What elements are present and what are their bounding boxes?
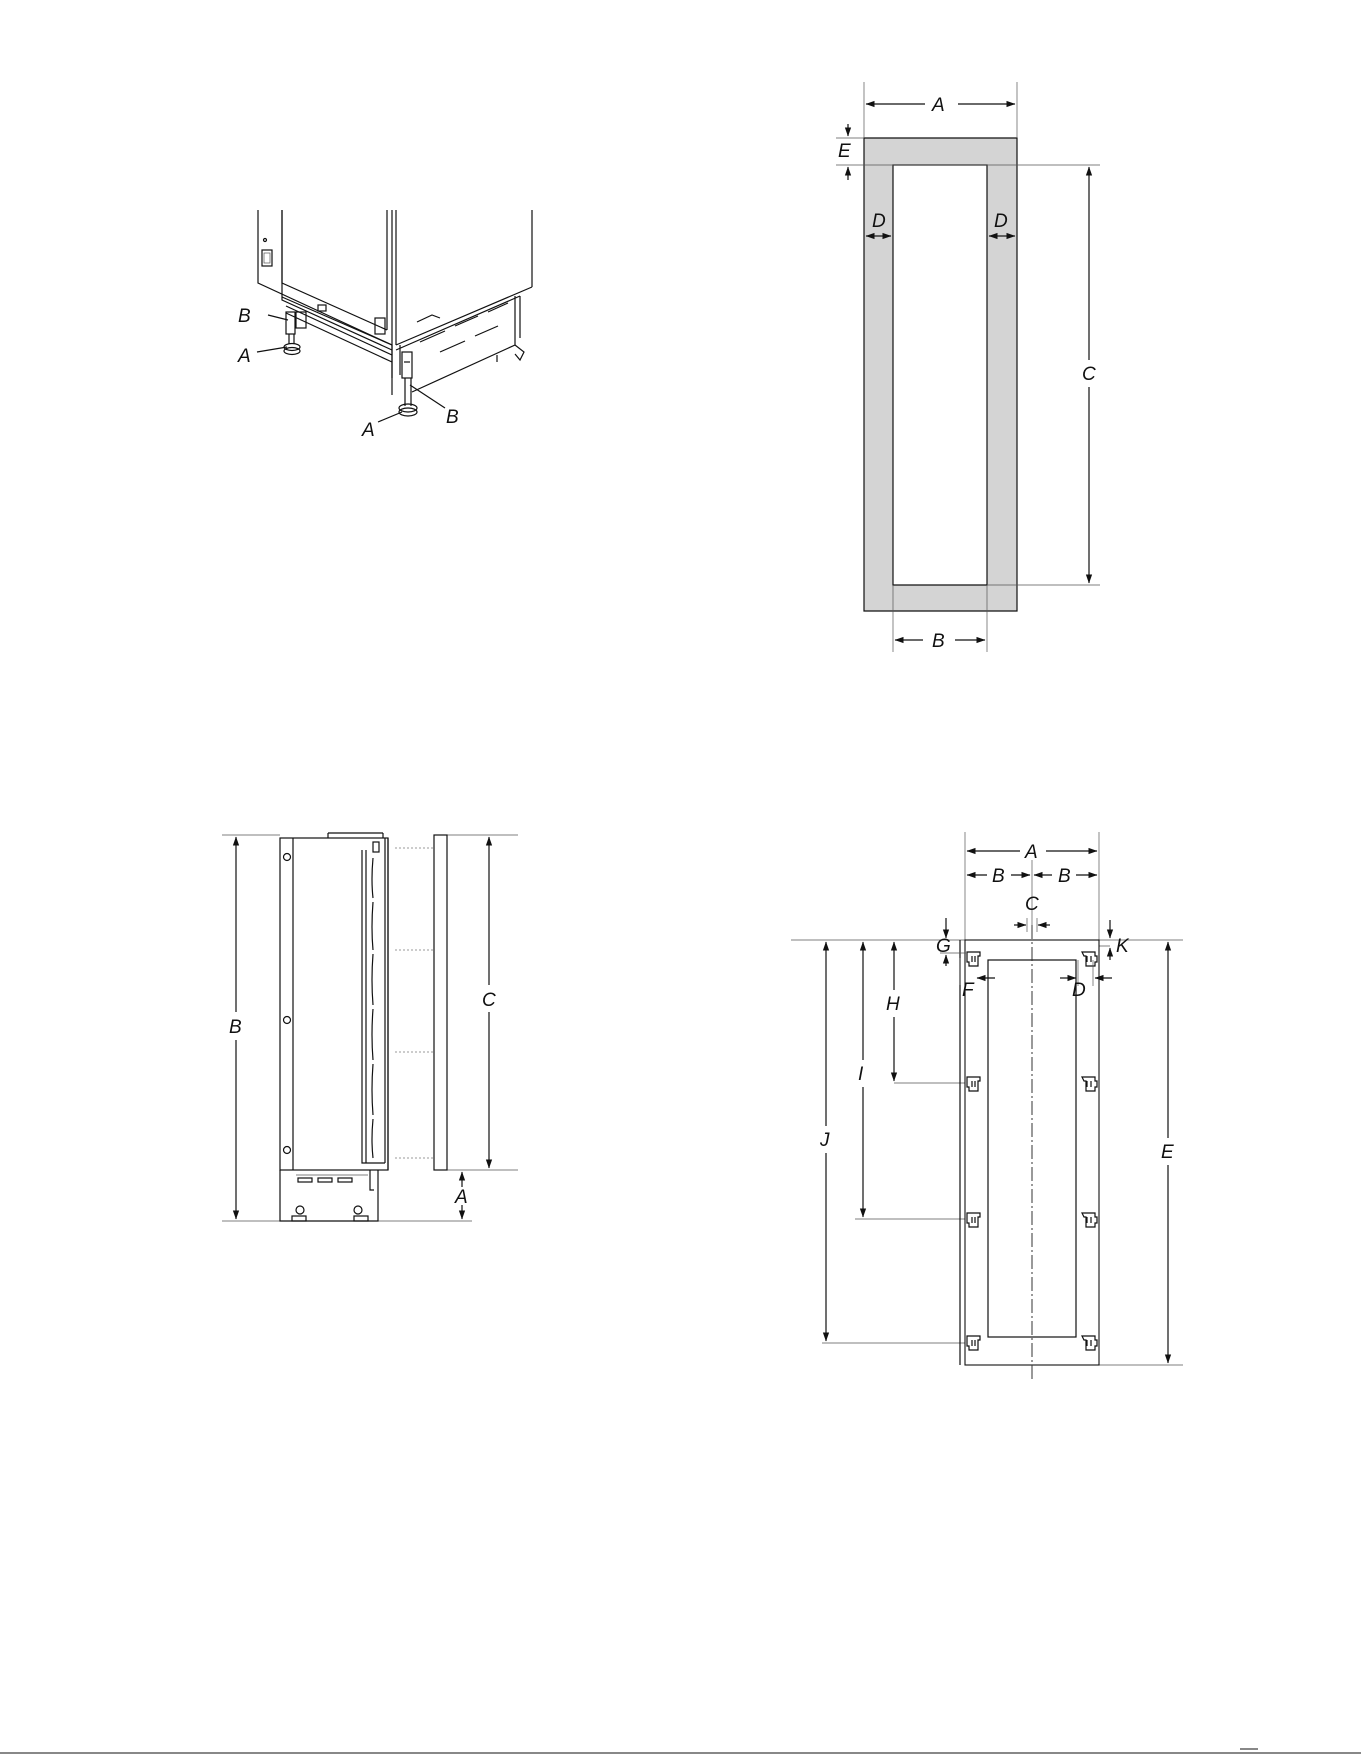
label-frame-opening-height: C xyxy=(1082,364,1096,385)
label-bracket-right: B xyxy=(446,407,459,428)
label-template-hole-row-2: I xyxy=(858,1064,864,1085)
side-elevation-diagram: B C A xyxy=(222,833,518,1221)
label-template-half-width-left: B xyxy=(992,866,1005,887)
label-side-panel-height: C xyxy=(482,990,496,1011)
label-template-top-offset-left: G xyxy=(936,936,951,957)
label-template-width: A xyxy=(1024,842,1038,863)
label-side-toe-kick: A xyxy=(454,1187,468,1208)
label-frame-opening-width: B xyxy=(932,631,945,652)
label-template-center-gap: C xyxy=(1025,894,1039,915)
label-template-right-inset: D xyxy=(1072,980,1086,1001)
frame-panel xyxy=(864,138,1017,611)
label-frame-width: A xyxy=(931,95,945,116)
panel-frame-diagram: A E D D C B xyxy=(836,82,1100,652)
leveling-legs-diagram: B A B A xyxy=(237,210,532,441)
label-template-hole-row-3: J xyxy=(819,1130,830,1151)
label-frame-side-border-right: D xyxy=(994,211,1008,232)
mounting-template-diagram: A B B C G K F D H xyxy=(791,832,1183,1380)
label-leg-left: A xyxy=(237,346,251,367)
label-template-left-inset: F xyxy=(962,980,975,1001)
label-frame-top-border: E xyxy=(838,141,851,162)
label-side-overall-height: B xyxy=(229,1017,242,1038)
label-template-half-width-right: B xyxy=(1058,866,1071,887)
label-template-hole-row-1: H xyxy=(886,994,900,1015)
label-template-height: E xyxy=(1161,1142,1174,1163)
label-bracket-left: B xyxy=(238,306,251,327)
label-template-top-offset-right: K xyxy=(1116,936,1130,957)
label-leg-right: A xyxy=(361,420,375,441)
label-frame-side-border-left: D xyxy=(872,211,886,232)
